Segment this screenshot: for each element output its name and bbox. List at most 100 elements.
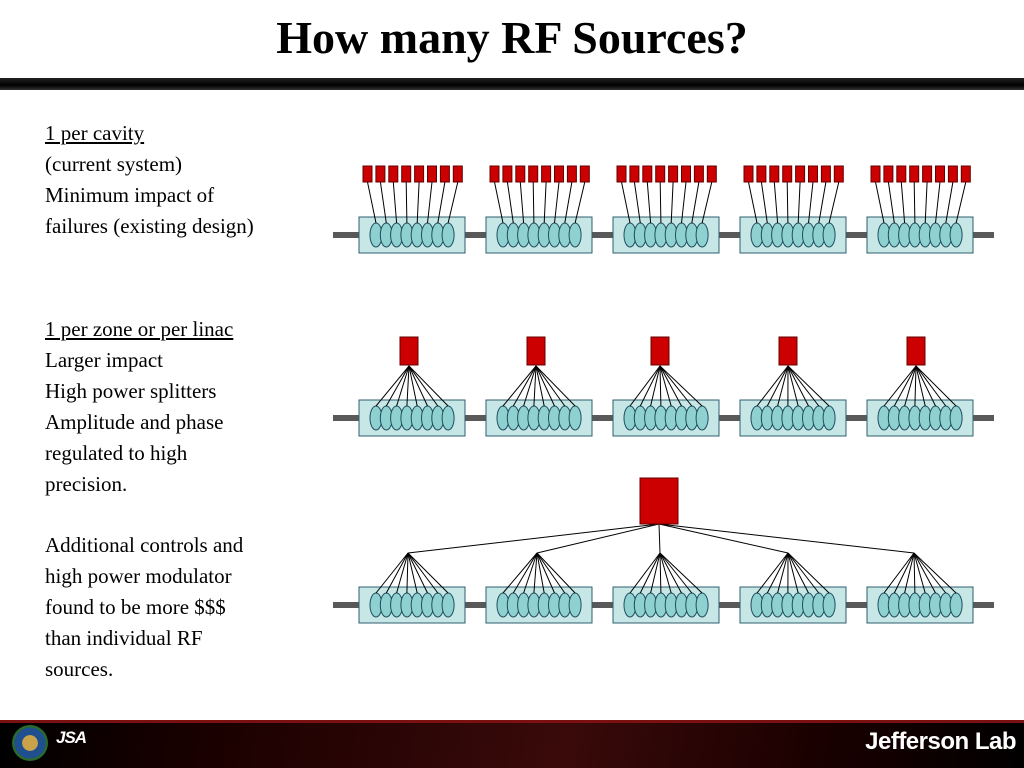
rf-feed-line (935, 181, 941, 224)
rf-source (427, 165, 437, 183)
splitter-line (756, 552, 789, 594)
per-linac-row (333, 477, 994, 624)
splitter-line (535, 365, 576, 407)
splitter-line (659, 365, 662, 407)
rf-source (896, 165, 907, 183)
cavity (822, 222, 836, 248)
splitter-line (659, 365, 693, 407)
rf-source (541, 165, 552, 183)
cavity (822, 405, 836, 431)
rf-feed-line (786, 181, 789, 224)
cavity (695, 222, 709, 248)
splitter-line (408, 365, 428, 407)
per-cavity-text: 1 per cavity (current system) Minimum im… (45, 118, 315, 242)
splitter-line (535, 365, 545, 407)
per-cavity-line: failures (existing design) (45, 214, 254, 238)
splitter-line (659, 365, 682, 407)
splitter-line (407, 552, 418, 594)
splitter-line (777, 552, 789, 594)
splitter-line (375, 552, 409, 594)
rf-source (439, 165, 450, 183)
rf-feed-line (633, 181, 641, 224)
splitter-line (407, 552, 449, 594)
splitter-line (883, 365, 917, 407)
rf-source (566, 165, 577, 183)
notes-line: high power modulator (45, 564, 232, 588)
splitter-line (893, 365, 917, 407)
rf-source (579, 165, 590, 183)
cavity (441, 222, 455, 248)
rf-feed-line (659, 181, 662, 224)
rf-feed-line (900, 181, 906, 224)
rf-source (502, 165, 513, 183)
per-zone-line: regulated to high (45, 441, 188, 465)
rf-feed-line (427, 181, 433, 224)
splitter-line (787, 365, 809, 407)
rf-source (808, 165, 818, 183)
splitter-line (396, 552, 409, 594)
cavity (949, 222, 963, 248)
rf-feed-line (773, 181, 779, 224)
page-title: How many RF Sources? (276, 12, 748, 63)
splitter-line (523, 552, 538, 594)
rf-source (693, 165, 704, 183)
jsa-logo: JSA (56, 728, 87, 747)
rf-feed-line (379, 181, 387, 224)
splitter-line (787, 365, 820, 407)
rf-feed-line (818, 181, 827, 224)
splitter-line (659, 365, 672, 407)
splitter-line (787, 552, 830, 594)
rf-feed-line (564, 181, 573, 224)
per-zone-row (333, 336, 994, 437)
splitter-line (659, 552, 693, 594)
splitter-line (659, 552, 672, 594)
rf-source (650, 336, 670, 366)
splitter-line (536, 552, 545, 594)
splitter-line (787, 365, 799, 407)
rf-feed-line (681, 181, 687, 224)
splitter-line (914, 365, 917, 407)
splitter-line (913, 552, 926, 594)
splitter-line (658, 523, 661, 554)
rf-feed-line (913, 181, 916, 224)
rf-feed-line (691, 181, 700, 224)
rf-feed-line (924, 181, 928, 224)
title-divider-bar (0, 78, 1024, 90)
rf-source (883, 165, 894, 183)
rf-feed-line (543, 181, 547, 224)
splitter-line (658, 523, 915, 554)
splitter-line (915, 365, 936, 407)
splitter-line (535, 365, 566, 407)
rf-source (489, 165, 500, 183)
per-zone-text: 1 per zone or per linac Larger impact Hi… (45, 314, 315, 500)
rf-source (947, 165, 958, 183)
splitter-line (408, 365, 418, 407)
splitter-line (629, 365, 661, 407)
rf-source (629, 165, 640, 183)
splitter-line (385, 365, 410, 407)
rf-source (452, 165, 463, 183)
rf-feed-line (405, 181, 408, 224)
rf-feed-line (621, 181, 631, 224)
rf-feed-line (828, 181, 840, 224)
splitter-line (659, 365, 703, 407)
rf-source (906, 336, 926, 366)
splitter-line (777, 365, 789, 407)
rf-feed-line (945, 181, 954, 224)
cavity (695, 405, 709, 431)
notes-line: Additional controls and (45, 533, 244, 557)
rf-feed-line (797, 181, 801, 224)
cavity (568, 222, 582, 248)
rf-source (778, 336, 798, 366)
rf-source (642, 165, 653, 183)
splitter-line (913, 552, 947, 594)
splitter-line (407, 523, 660, 554)
rf-source-diagram (333, 165, 994, 624)
rf-source (795, 165, 806, 183)
splitter-line (756, 365, 789, 407)
splitter-line (407, 552, 428, 594)
per-cavity-line: Minimum impact of (45, 183, 215, 207)
rf-source (820, 165, 831, 183)
cavity (568, 405, 582, 431)
rf-feed-line (808, 181, 814, 224)
